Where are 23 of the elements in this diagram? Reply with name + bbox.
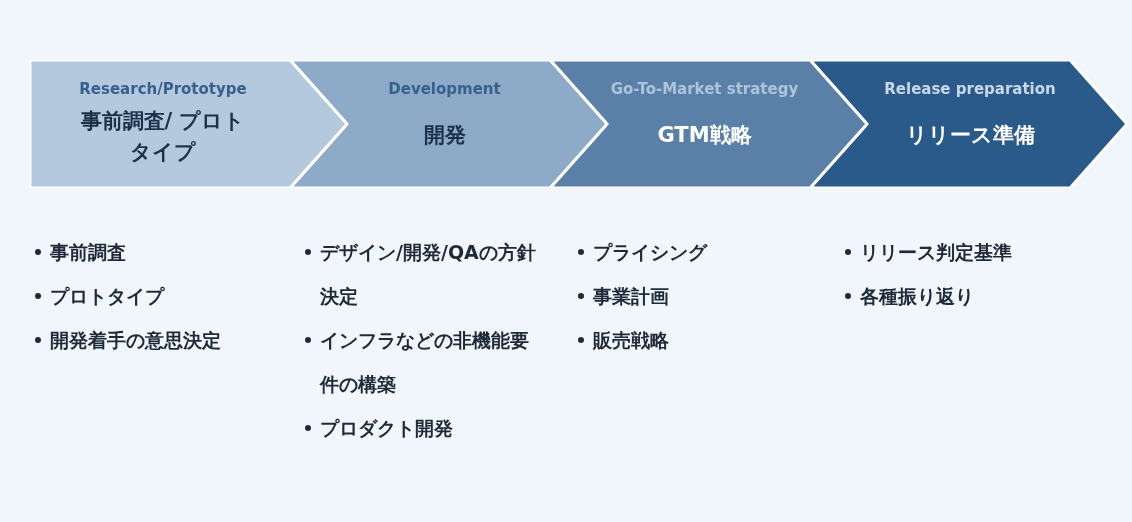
bullet-text: インフラなどの非機能要件の構築 xyxy=(320,329,529,395)
bullet-text: プライシング xyxy=(593,241,707,263)
bullet-text: プロダクト開発 xyxy=(320,417,453,439)
bullet-text: 事業計画 xyxy=(593,285,669,307)
bullet-text: 事前調査 xyxy=(50,241,126,263)
bullet-text: プロトタイプ xyxy=(50,285,164,307)
chevron-shape xyxy=(290,60,607,188)
bullet-text: 開発着手の意思決定 xyxy=(50,329,221,351)
bullet-text: 各種振り返り xyxy=(860,285,974,307)
bullet-text: デザイン/開発/QAの方針決定 xyxy=(320,241,536,307)
stage-subtitle: Go-To-Market strategy xyxy=(609,80,800,98)
bullet-text: 販売戦略 xyxy=(593,329,669,351)
stage-title: GTM戦略 xyxy=(656,122,753,149)
chevron-shape xyxy=(550,60,867,188)
stage-title: リリース準備 xyxy=(904,122,1036,149)
chevron-shape xyxy=(810,60,1127,188)
stage-title: 事前調査/ プロトタイプ xyxy=(79,108,247,166)
bullet-text: リリース判定基準 xyxy=(860,241,1012,263)
stage-subtitle: Release preparation xyxy=(883,80,1057,98)
chevron-shape xyxy=(30,60,347,188)
stage-subtitle: Research/Prototype xyxy=(78,80,248,98)
stage-title: 開発 xyxy=(422,122,467,149)
stage-subtitle: Development xyxy=(387,80,502,98)
